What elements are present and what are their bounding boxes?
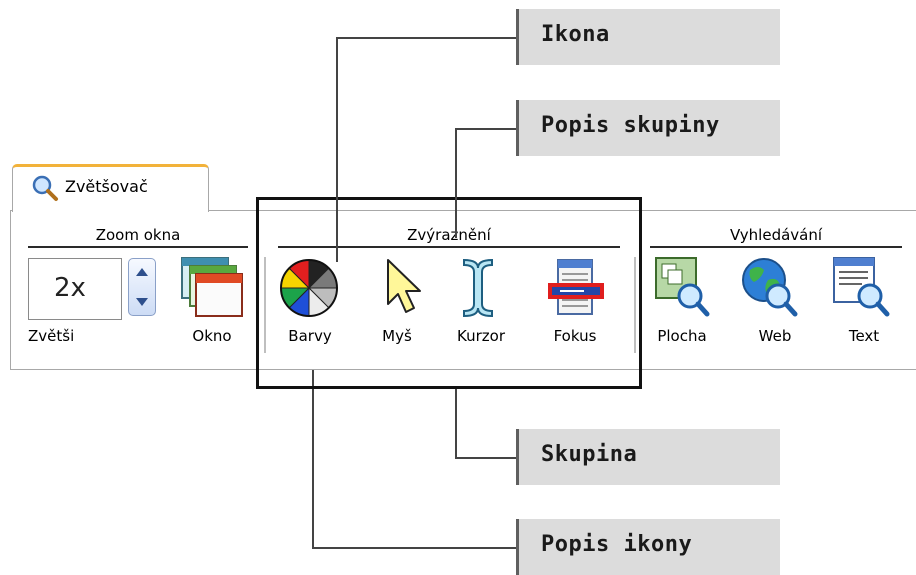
mouse-pointer-icon[interactable]: [384, 256, 424, 318]
kurzor-button-label[interactable]: Kurzor: [457, 327, 505, 345]
zoom-spinner[interactable]: [128, 258, 156, 316]
window-icon[interactable]: [180, 256, 244, 318]
callout-popis-skupiny: Popis skupiny: [516, 100, 780, 156]
web-button-label[interactable]: Web: [758, 327, 792, 345]
callout-popis-ikony: Popis ikony: [516, 519, 780, 575]
okno-button-label[interactable]: Okno: [192, 327, 232, 345]
magnifier-icon: [32, 175, 58, 201]
callout-popis-ikony-text: Popis ikony: [541, 532, 693, 557]
group-line-zvyrazneni: [278, 246, 620, 248]
spinner-down-icon[interactable]: [135, 297, 149, 307]
zoom-level-value: 2x: [54, 273, 86, 303]
callout-popis-skupiny-text: Popis skupiny: [541, 113, 720, 138]
callout-skupina: Skupina: [516, 429, 780, 485]
text-search-icon[interactable]: [832, 256, 890, 318]
color-wheel-icon[interactable]: [279, 258, 339, 318]
group-label-zvyrazneni: Zvýraznění: [407, 226, 491, 244]
group-separator: [264, 257, 266, 353]
zoom-caption: Zvětši: [28, 327, 75, 345]
leader-line-popis-ikony: [312, 366, 314, 548]
callout-ikona-text: Ikona: [541, 22, 610, 47]
leader-line-ikona: [336, 37, 518, 39]
plocha-button-label[interactable]: Plocha: [657, 327, 707, 345]
zoom-level-field[interactable]: 2x: [28, 258, 122, 320]
group-line-vyhledavani: [650, 246, 902, 248]
leader-line-popis-skupiny: [455, 128, 518, 130]
leader-line-ikona: [336, 37, 338, 262]
group-label-zoom: Zoom okna: [95, 226, 181, 244]
web-search-icon[interactable]: [740, 256, 798, 318]
callout-ikona: Ikona: [516, 9, 780, 65]
desktop-search-icon[interactable]: [654, 256, 710, 318]
barvy-button-label[interactable]: Barvy: [288, 327, 332, 345]
leader-line-skupina: [455, 457, 518, 459]
mys-button-label[interactable]: Myš: [382, 327, 412, 345]
text-button-label[interactable]: Text: [848, 327, 880, 345]
leader-line-popis-ikony: [312, 547, 518, 549]
tab-label: Zvětšovač: [65, 177, 148, 196]
spinner-up-icon[interactable]: [135, 267, 149, 277]
text-cursor-icon[interactable]: [460, 256, 496, 320]
leader-line-popis-skupiny: [455, 128, 457, 238]
focus-icon[interactable]: [546, 256, 606, 320]
fokus-button-label[interactable]: Fokus: [553, 327, 597, 345]
group-line-zoom: [28, 246, 248, 248]
callout-skupina-text: Skupina: [541, 442, 638, 467]
tab-zvetsovac[interactable]: Zvětšovač: [12, 164, 209, 212]
leader-line-skupina: [455, 389, 457, 457]
group-label-vyhledavani: Vyhledávání: [729, 226, 823, 244]
group-separator: [634, 257, 636, 353]
group-highlight-frame: [256, 197, 642, 389]
